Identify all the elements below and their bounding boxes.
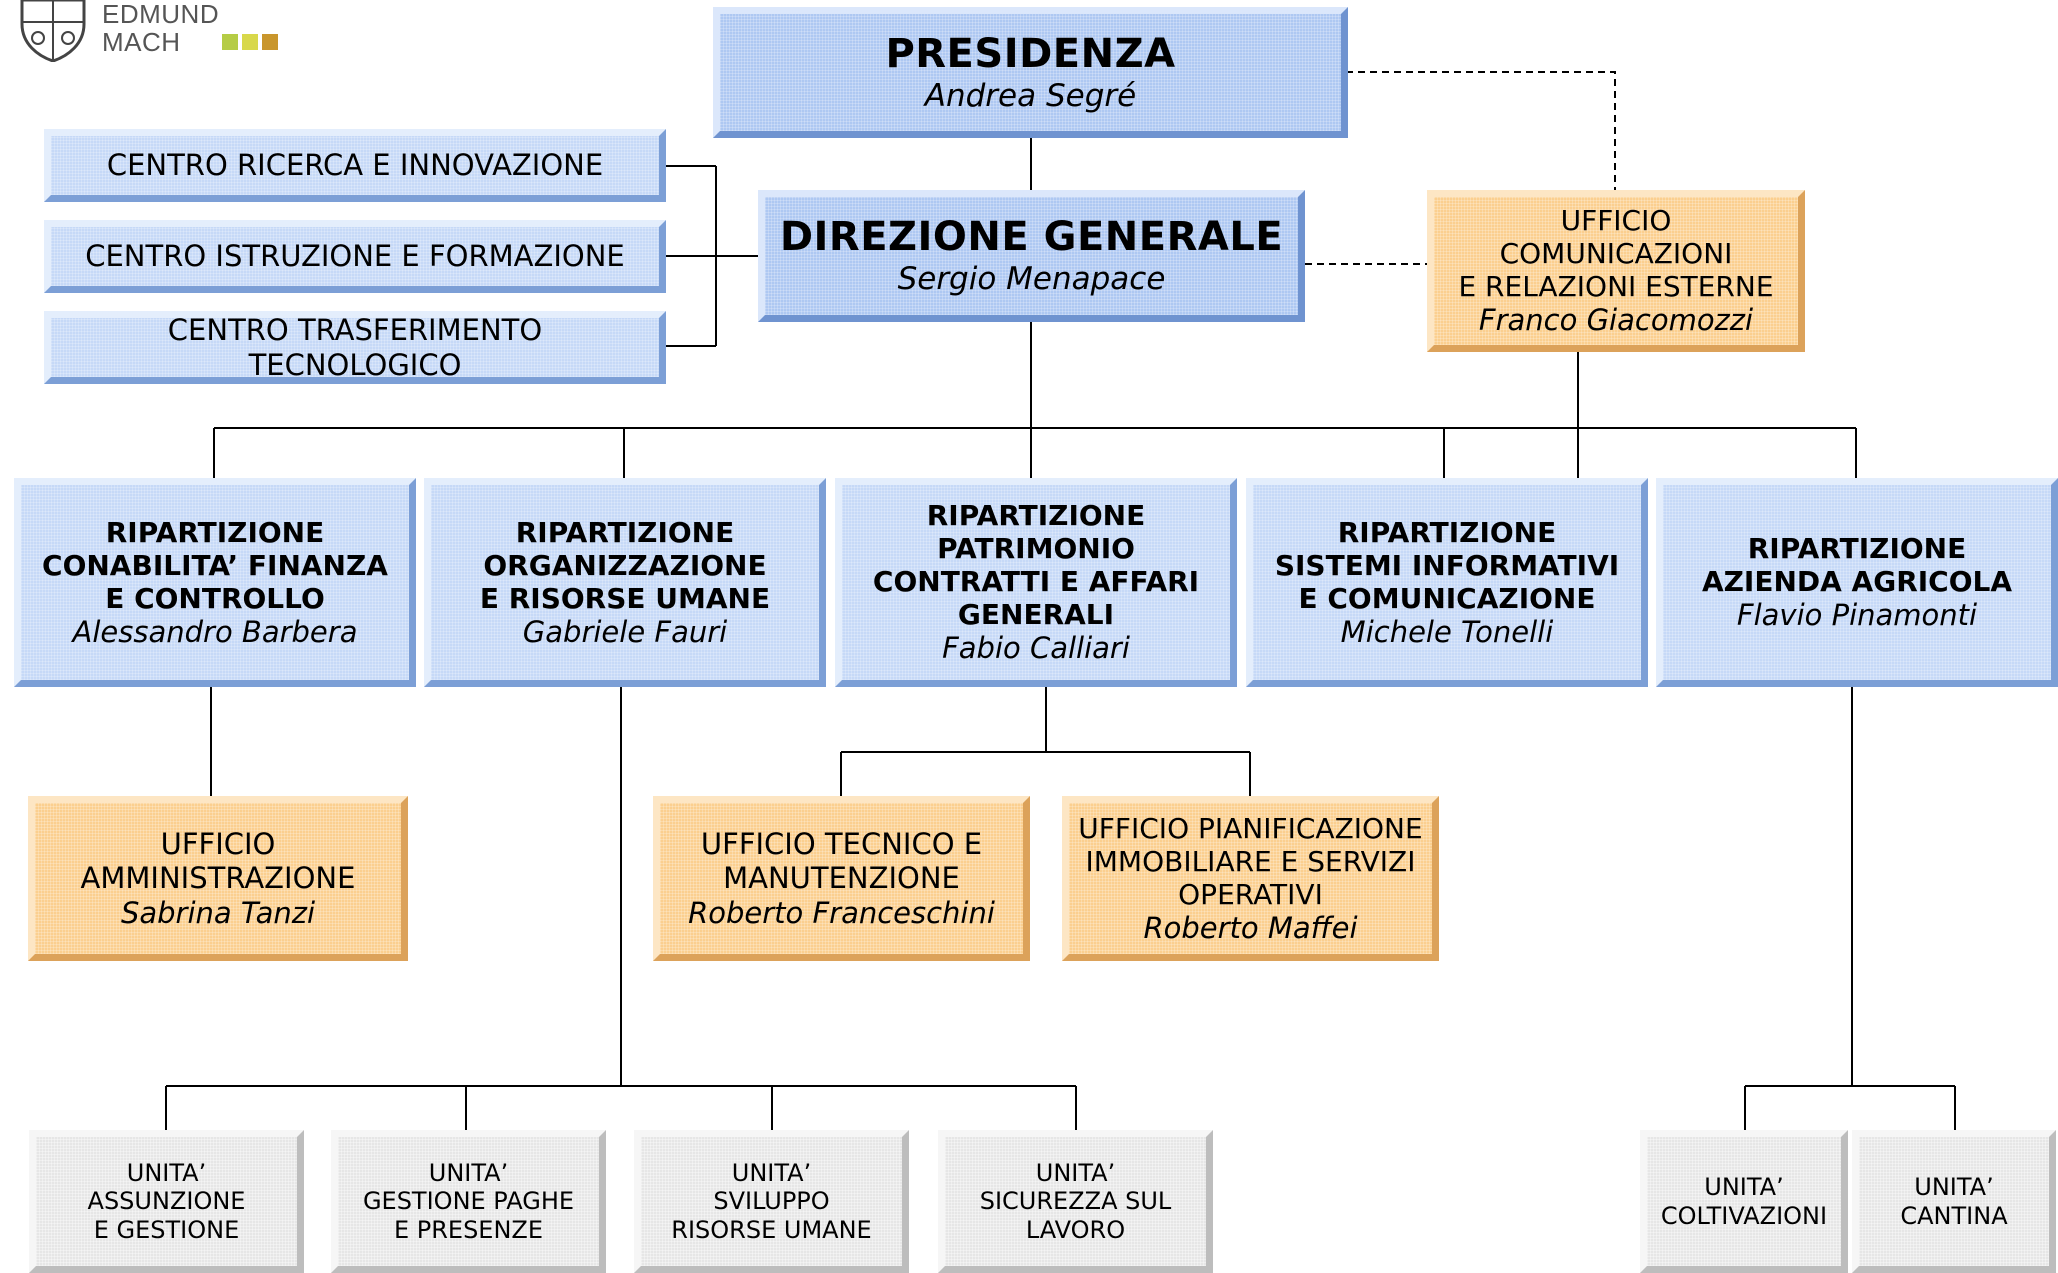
ripartizione-contabilita-line-1: RIPARTIZIONE	[105, 515, 325, 549]
ufficio-comunicazioni-line-1: UFFICIO COMUNICAZIONI	[1499, 204, 1733, 271]
ripartizione-patrimonio-line-1: RIPARTIZIONE	[926, 499, 1146, 533]
ripartizione-organizzazione-line-3: E RISORSE UMANE	[479, 581, 771, 615]
ripartizione-organizzazione-line-1: RIPARTIZIONE	[515, 515, 735, 549]
ufficio-pianificazione-line-2: IMMOBILIARE E SERVIZI	[1085, 844, 1416, 878]
unita-sviluppo-box: UNITA’ SVILUPPO RISORSE UMANE	[634, 1130, 909, 1273]
unita-coltivazioni-box: UNITA’ COLTIVAZIONI	[1640, 1130, 1848, 1273]
centro-ricerca-label: CENTRO RICERCA E INNOVAZIONE	[106, 148, 604, 183]
ripartizione-contabilita-line-2: CONABILITA’ FINANZA	[42, 548, 388, 582]
unita-sviluppo-line-2: SVILUPPO	[713, 1187, 830, 1216]
direzione-title: DIREZIONE GENERALE	[779, 214, 1284, 261]
unita-sicurezza-line-3: LAVORO	[1025, 1215, 1126, 1244]
presidenza-box: PRESIDENZA Andrea Segré	[713, 7, 1348, 138]
ripartizione-azienda-agricola-line-2: AZIENDA AGRICOLA	[1701, 565, 2013, 599]
unita-cantina-box: UNITA’ CANTINA	[1852, 1130, 2056, 1273]
ufficio-comunicazioni-line-2: E RELAZIONI ESTERNE	[1458, 270, 1774, 304]
ripartizione-patrimonio-person: Fabio Calliari	[942, 631, 1130, 666]
centro-trasferimento-box: CENTRO TRASFERIMENTO TECNOLOGICO	[44, 311, 666, 384]
unita-assunzione-line-3: E GESTIONE	[93, 1215, 240, 1244]
ripartizione-sistemi-line-1: RIPARTIZIONE	[1337, 515, 1557, 549]
ufficio-amministrazione-line-1: UFFICIO	[160, 827, 276, 862]
ufficio-tecnico-person: Roberto Franceschini	[688, 895, 995, 930]
ripartizione-patrimonio-box: RIPARTIZIONE PATRIMONIO CONTRATTI E AFFA…	[835, 478, 1237, 687]
logo-line-1: EDMUND	[102, 0, 220, 29]
logo-text: EDMUND MACH	[102, 0, 219, 56]
ripartizione-organizzazione-line-2: ORGANIZZAZIONE	[483, 548, 767, 582]
ripartizione-azienda-agricola-box: RIPARTIZIONE AZIENDA AGRICOLA Flavio Pin…	[1656, 478, 2058, 687]
ufficio-tecnico-box: UFFICIO TECNICO E MANUTENZIONE Roberto F…	[653, 796, 1030, 961]
logo-line-2: MACH	[102, 27, 181, 57]
ripartizione-sistemi-line-3: E COMUNICAZIONE	[1298, 581, 1596, 615]
ufficio-comunicazioni-box: UFFICIO COMUNICAZIONI E RELAZIONI ESTERN…	[1427, 190, 1805, 352]
ripartizione-sistemi-person: Michele Tonelli	[1340, 614, 1554, 649]
ufficio-pianificazione-person: Roberto Maffei	[1143, 910, 1358, 945]
unita-sicurezza-line-2: SICUREZZA SUL	[979, 1187, 1172, 1216]
unita-gestione-paghe-line-3: E PRESENZE	[393, 1215, 544, 1244]
ripartizione-organizzazione-box: RIPARTIZIONE ORGANIZZAZIONE E RISORSE UM…	[424, 478, 826, 687]
ripartizione-patrimonio-line-2: PATRIMONIO	[937, 532, 1135, 566]
ufficio-amministrazione-person: Sabrina Tanzi	[120, 895, 316, 930]
unita-sviluppo-line-3: RISORSE UMANE	[671, 1215, 872, 1244]
unita-cantina-line-2: CANTINA	[1900, 1201, 2008, 1230]
unita-coltivazioni-line-1: UNITA’	[1704, 1173, 1784, 1202]
shield-crest-icon	[20, 0, 86, 62]
ripartizione-azienda-agricola-person: Flavio Pinamonti	[1736, 598, 1978, 633]
ufficio-pianificazione-line-3: OPERATIVI	[1178, 877, 1323, 911]
unita-cantina-line-1: UNITA’	[1914, 1173, 1994, 1202]
unita-assunzione-line-2: ASSUNZIONE	[87, 1187, 246, 1216]
ripartizione-patrimonio-line-4: GENERALI	[957, 598, 1115, 632]
ufficio-comunicazioni-person: Franco Giacomozzi	[1478, 303, 1754, 338]
ripartizione-sistemi-line-2: SISTEMI INFORMATIVI	[1274, 548, 1620, 582]
unita-sicurezza-box: UNITA’ SICUREZZA SUL LAVORO	[938, 1130, 1213, 1273]
unita-sicurezza-line-1: UNITA’	[1035, 1159, 1116, 1188]
ufficio-tecnico-line-1: UFFICIO TECNICO E	[700, 827, 983, 862]
connector-presidenza-comunicazioni-dashed	[1346, 71, 1616, 190]
ripartizione-patrimonio-line-3: CONTRATTI E AFFARI	[872, 565, 1200, 599]
ripartizione-organizzazione-person: Gabriele Fauri	[522, 614, 728, 649]
unita-gestione-paghe-line-1: UNITA’	[428, 1159, 509, 1188]
centro-istruzione-label: CENTRO ISTRUZIONE E FORMAZIONE	[85, 239, 625, 274]
logo: EDMUND MACH	[16, 0, 316, 64]
centro-istruzione-box: CENTRO ISTRUZIONE E FORMAZIONE	[44, 220, 666, 293]
unita-assunzione-box: UNITA’ ASSUNZIONE E GESTIONE	[29, 1130, 304, 1273]
centro-ricerca-box: CENTRO RICERCA E INNOVAZIONE	[44, 129, 666, 202]
logo-square-2	[242, 34, 258, 50]
ripartizione-sistemi-box: RIPARTIZIONE SISTEMI INFORMATIVI E COMUN…	[1246, 478, 1648, 687]
unita-coltivazioni-line-2: COLTIVAZIONI	[1660, 1201, 1828, 1230]
unita-gestione-paghe-box: UNITA’ GESTIONE PAGHE E PRESENZE	[331, 1130, 606, 1273]
ripartizione-contabilita-box: RIPARTIZIONE CONABILITA’ FINANZA E CONTR…	[14, 478, 416, 687]
ufficio-amministrazione-line-2: AMMINISTRAZIONE	[80, 861, 356, 896]
logo-square-3	[262, 34, 278, 50]
unita-assunzione-line-1: UNITA’	[126, 1159, 207, 1188]
ufficio-amministrazione-box: UFFICIO AMMINISTRAZIONE Sabrina Tanzi	[28, 796, 408, 961]
ripartizione-contabilita-person: Alessandro Barbera	[72, 614, 358, 649]
direzione-person: Sergio Menapace	[897, 261, 1166, 298]
centro-trasferimento-label: CENTRO TRASFERIMENTO TECNOLOGICO	[167, 313, 543, 382]
ripartizione-contabilita-line-3: E CONTROLLO	[105, 581, 325, 615]
unita-gestione-paghe-line-2: GESTIONE PAGHE	[362, 1187, 575, 1216]
ripartizione-azienda-agricola-line-1: RIPARTIZIONE	[1747, 532, 1967, 566]
logo-square-1	[222, 34, 238, 50]
ufficio-pianificazione-box: UFFICIO PIANIFICAZIONE IMMOBILIARE E SER…	[1062, 796, 1439, 961]
ufficio-pianificazione-line-1: UFFICIO PIANIFICAZIONE	[1078, 811, 1423, 845]
unita-sviluppo-line-1: UNITA’	[731, 1159, 812, 1188]
ufficio-tecnico-line-2: MANUTENZIONE	[723, 861, 960, 896]
presidenza-title: PRESIDENZA	[885, 30, 1176, 77]
direzione-generale-box: DIREZIONE GENERALE Sergio Menapace	[758, 190, 1305, 322]
presidenza-person: Andrea Segré	[924, 77, 1137, 114]
